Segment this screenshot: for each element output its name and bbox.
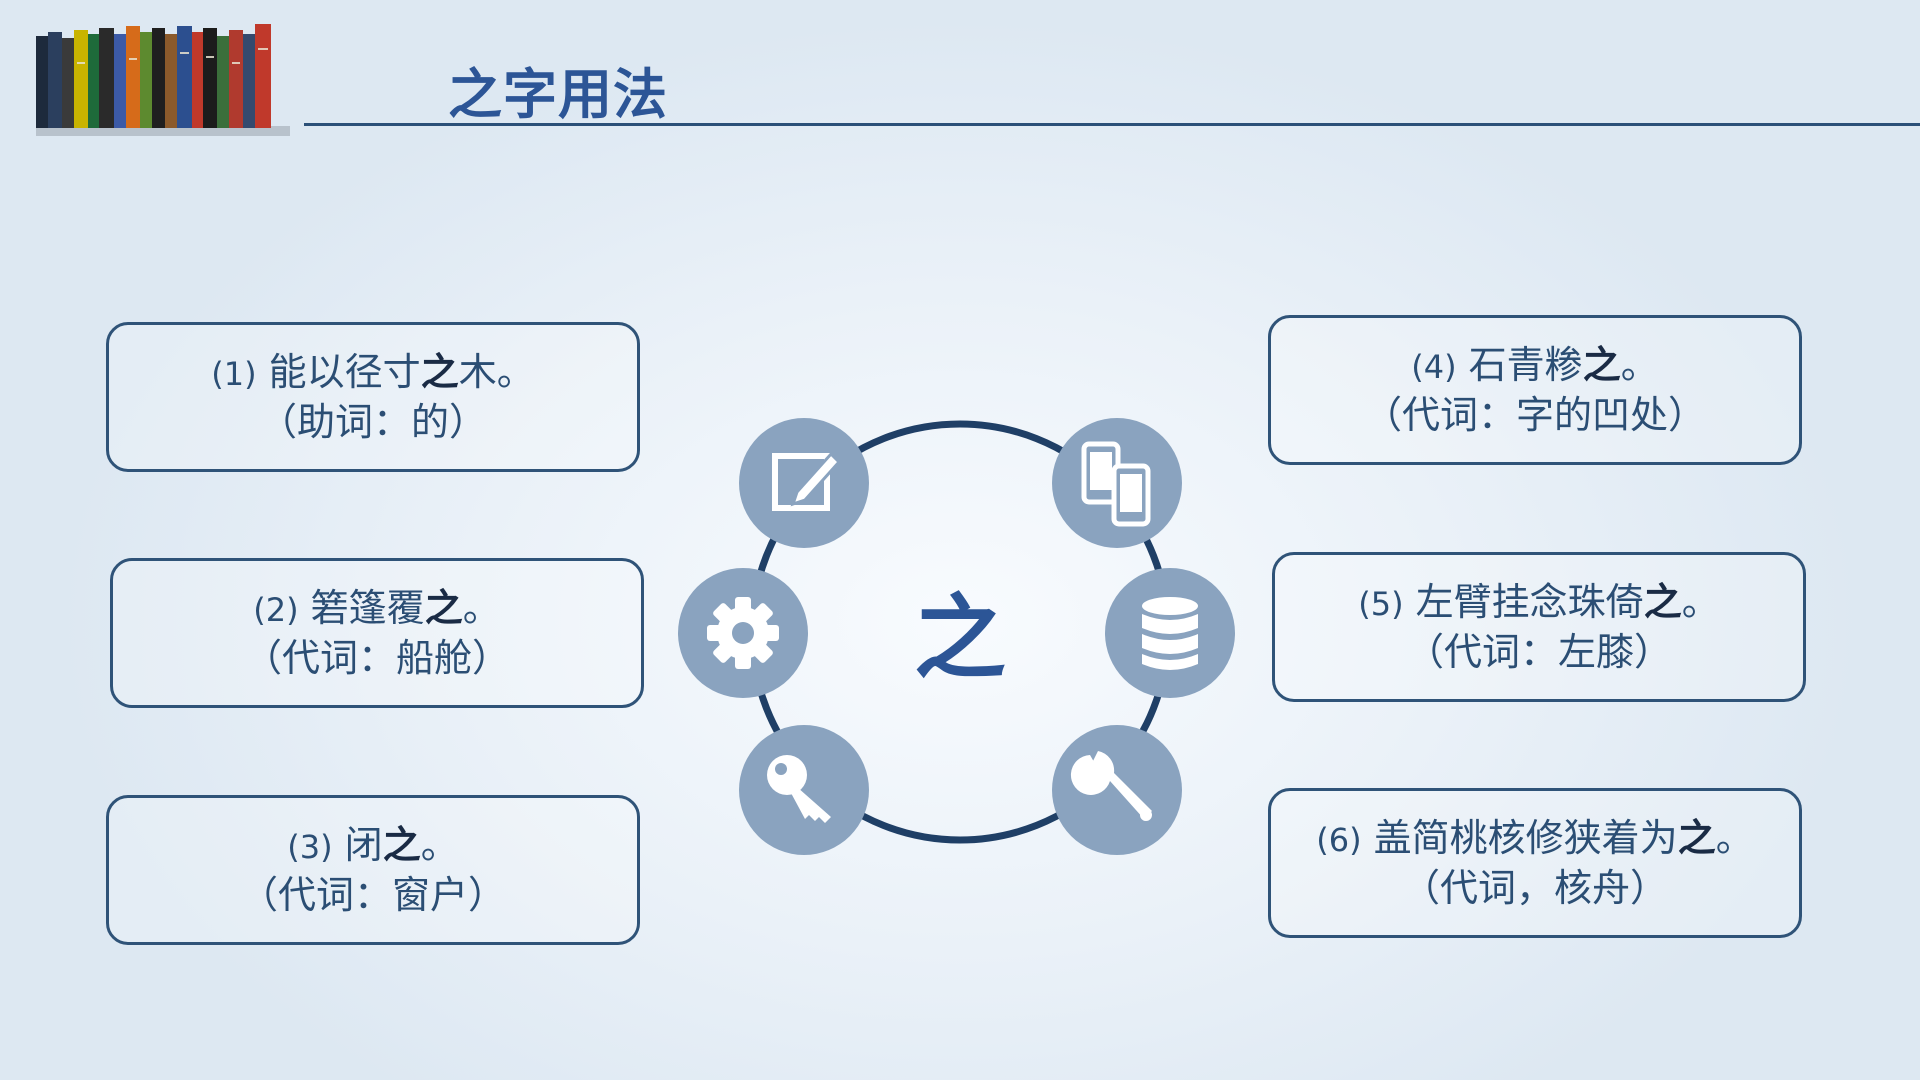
database-icon (1142, 597, 1198, 670)
gear-icon (707, 597, 779, 669)
database-node (1105, 568, 1235, 698)
key-icon (767, 755, 831, 823)
center-character: 之 (913, 583, 1006, 692)
devices-node (1052, 418, 1182, 548)
usage-sentence: (1) 能以径寸之木。 (211, 350, 535, 394)
usage-note: （代词：船舱） (243, 636, 510, 680)
wrench-icon (1070, 751, 1152, 821)
gear-node (678, 568, 808, 698)
title-divider (304, 123, 1920, 126)
wrench-node (1052, 725, 1182, 855)
edit-icon (772, 451, 842, 511)
usage-sentence: (4) 石青糁之。 (1411, 343, 1659, 387)
usage-sentence: (2) 箬篷覆之。 (253, 586, 501, 630)
usage-sentence: (6) 盖简桃核修狭着为之。 (1316, 816, 1754, 860)
usage-sentence: (3) 闭之。 (287, 823, 459, 867)
usage-card-5: (5) 左臂挂念珠倚之。 （代词：左膝） (1272, 552, 1806, 702)
usage-card-3: (3) 闭之。 （代词：窗户） (106, 795, 640, 945)
usage-note: （代词：字的凹处） (1363, 393, 1706, 437)
usage-card-1: (1) 能以径寸之木。 （助词：的） (106, 322, 640, 472)
usage-card-2: (2) 箬篷覆之。 （代词：船舱） (110, 558, 644, 708)
books-image (36, 24, 290, 136)
usage-sentence: (5) 左臂挂念珠倚之。 (1358, 580, 1720, 624)
key-node (739, 725, 869, 855)
usage-card-6: (6) 盖简桃核修狭着为之。 （代词，核舟） (1268, 788, 1802, 938)
page-title: 之字用法 (448, 63, 668, 126)
usage-card-4: (4) 石青糁之。 （代词：字的凹处） (1268, 315, 1802, 465)
edit-node (739, 418, 869, 548)
usage-note: （助词：的） (258, 400, 487, 444)
devices-icon (1081, 441, 1151, 527)
usage-note: （代词：左膝） (1405, 630, 1672, 674)
usage-note: （代词，核舟） (1401, 866, 1668, 910)
usage-note: （代词：窗户） (239, 873, 506, 917)
